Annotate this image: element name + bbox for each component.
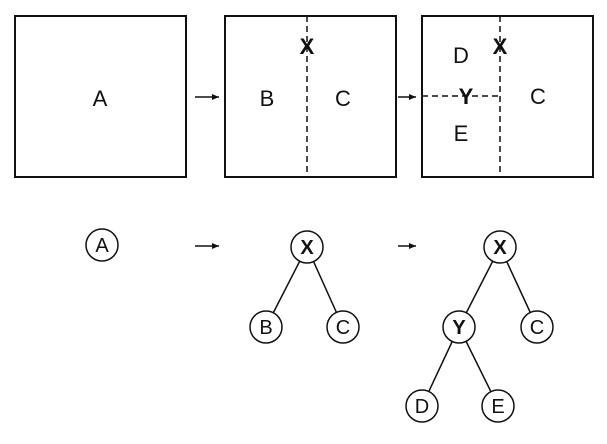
tree-step-2: X B C <box>249 230 360 344</box>
tree-node-label-x: X <box>300 237 314 259</box>
tree-node-label-y: Y <box>452 317 466 339</box>
region-label-b: B <box>260 86 275 111</box>
region-label-c: C <box>335 86 351 111</box>
tree-node-c <box>520 310 554 344</box>
tree-node-label-c: C <box>336 317 350 339</box>
tree-node-e <box>481 389 515 423</box>
tree-node-label-e: E <box>491 396 504 418</box>
tree-node-label-x: X <box>493 237 507 259</box>
split-label-x: X <box>300 34 315 59</box>
partition-step-2: X B C <box>224 15 397 178</box>
tree-node-label-c: C <box>530 317 544 339</box>
region-square-bc <box>224 15 397 178</box>
tree-node-label-d: D <box>415 396 429 418</box>
tree-node-a <box>85 228 119 262</box>
region-label-e: E <box>454 121 469 146</box>
tree-step-1: A <box>85 228 119 262</box>
split-label-y: Y <box>459 84 474 109</box>
tree-node-x <box>483 230 517 264</box>
region-label-a: A <box>93 86 108 111</box>
tree-node-d <box>405 389 439 423</box>
tree-node-y <box>442 310 476 344</box>
tree-node-x <box>290 230 324 264</box>
region-label-d: D <box>453 43 469 68</box>
partition-step-3: X Y D E C <box>421 15 594 178</box>
tree-node-b <box>249 310 283 344</box>
tree-step-3: X Y C D E <box>405 230 554 423</box>
region-square-a <box>14 15 187 178</box>
region-label-c: C <box>530 84 546 109</box>
tree-node-label-a: A <box>95 235 109 257</box>
tree-node-label-b: B <box>259 317 272 339</box>
split-label-x: X <box>493 34 508 59</box>
partition-step-1: A <box>14 15 187 178</box>
tree-node-c <box>326 310 360 344</box>
